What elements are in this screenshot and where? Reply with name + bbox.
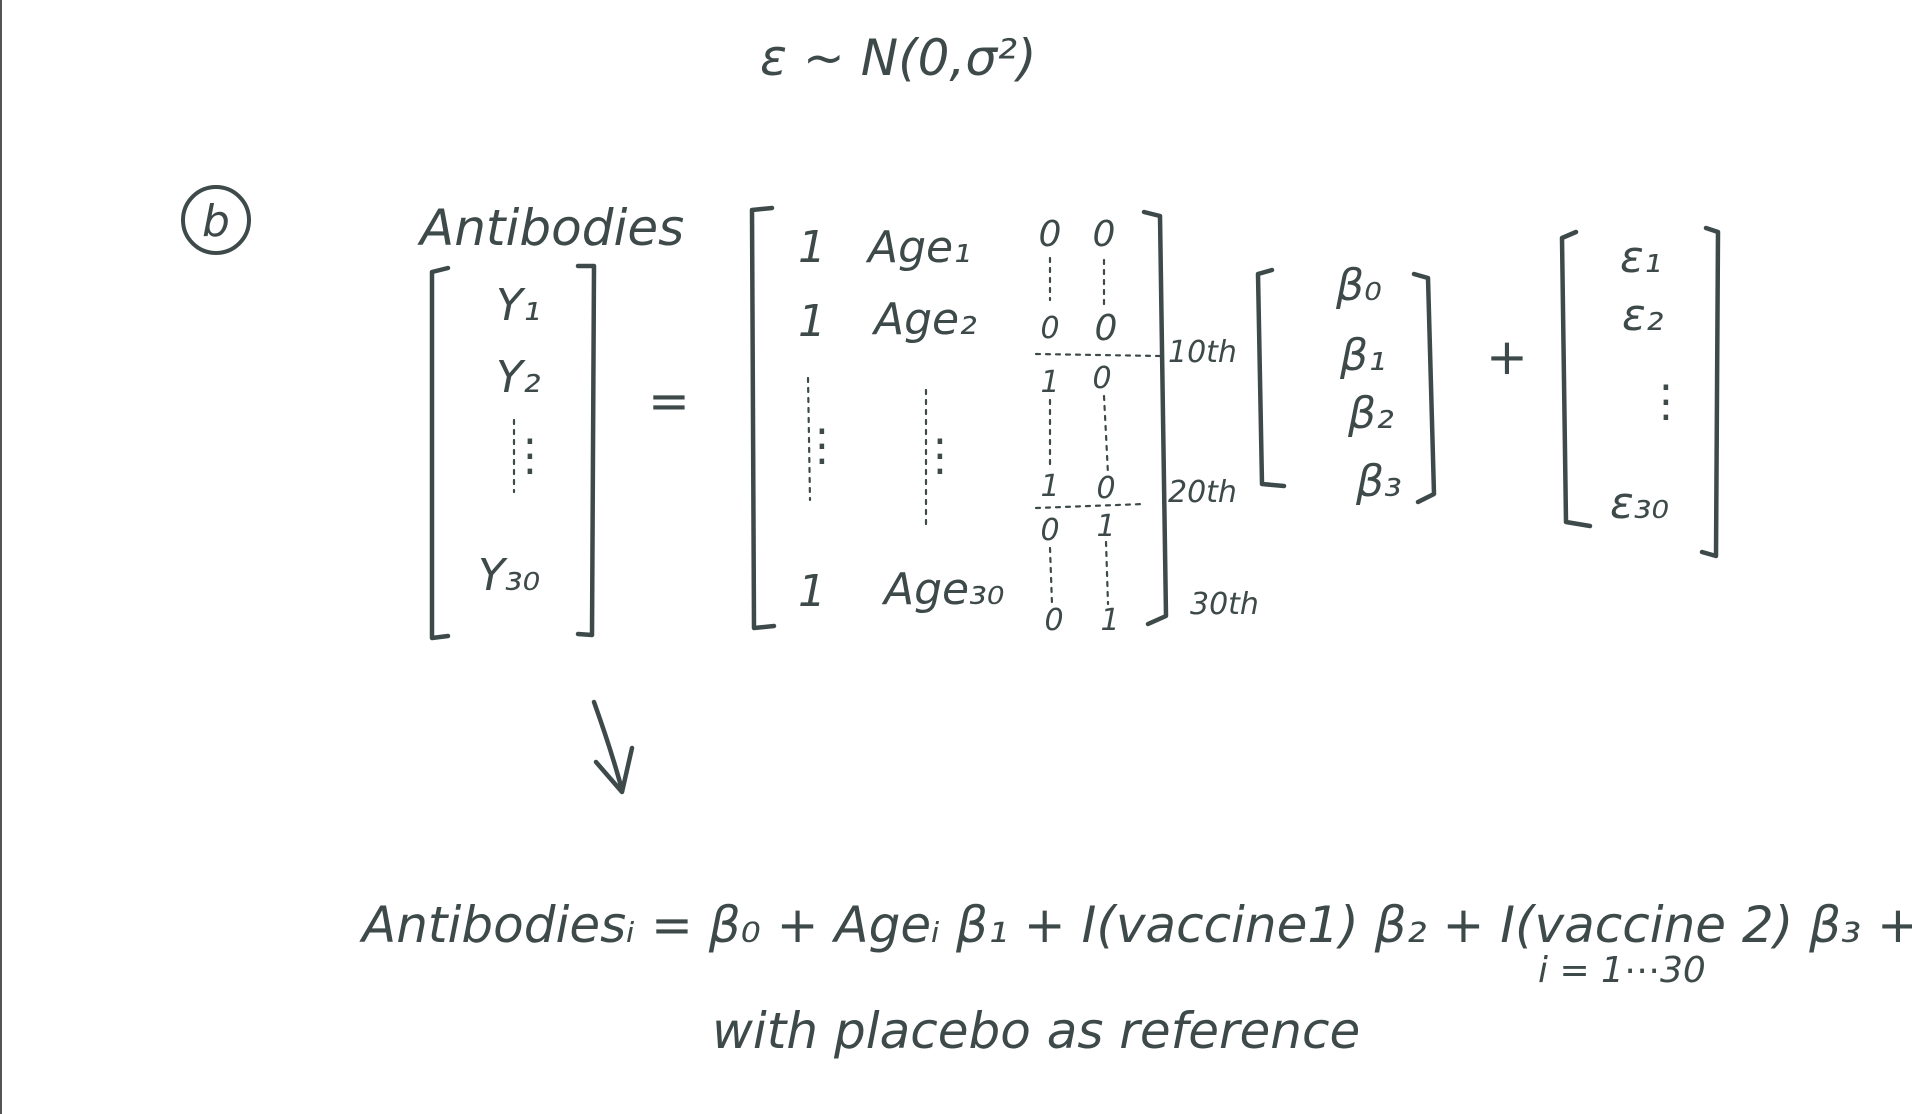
row-divider-20th <box>1034 502 1146 510</box>
epsilon-vector-left-bracket <box>1559 229 1593 529</box>
design-matrix-vaccine2-entry: 0 <box>1092 361 1111 396</box>
down-arrow-icon <box>593 745 635 795</box>
design-matrix-left-bracket <box>749 205 777 631</box>
design-matrix-vaccine2-entry: 1 <box>1096 509 1115 544</box>
part-label-circle <box>181 185 251 255</box>
design-matrix-vaccine1-entry: 0 <box>1039 214 1062 255</box>
design-matrix-vaccine1-entry: 0 <box>1040 311 1059 346</box>
design-matrix-vaccine2-entry: 1 <box>1100 603 1119 638</box>
y-vector-entry: Y₁ <box>496 280 541 331</box>
design-matrix-right-bracket <box>1141 209 1169 627</box>
equals-sign: = <box>648 372 690 430</box>
beta-vector-entry: β₂ <box>1347 388 1394 439</box>
y-vector-right-bracket <box>575 263 597 638</box>
beta-vector-left-bracket <box>1255 267 1287 489</box>
beta-vector-entry: β₃ <box>1355 456 1402 507</box>
part-label: b <box>202 196 230 247</box>
model-equation: Antibodiesᵢ = β₀ + Ageᵢ β₁ + I(vaccine1)… <box>359 896 1912 954</box>
epsilon-vector-entry: ε₃₀ <box>1610 478 1669 529</box>
design-matrix-vaccine1-entry: 1 <box>1040 365 1059 400</box>
column-dots <box>1102 394 1110 476</box>
y-vector-left-bracket <box>429 265 451 641</box>
design-matrix-vaccine1-entry: 0 <box>1040 513 1059 548</box>
row-marker: 20th <box>1168 475 1237 510</box>
row-marker: 10th <box>1168 335 1237 370</box>
index-range: i = 1⋯30 <box>1538 950 1706 991</box>
design-matrix-vaccine2-entry: 0 <box>1095 308 1118 349</box>
design-matrix-ones-entry: 1 <box>798 296 826 347</box>
column-dots <box>806 376 812 502</box>
epsilon-vector-right-bracket <box>1699 225 1721 559</box>
epsilon-vector-entry: ε₂ <box>1622 290 1663 341</box>
design-matrix-ones-entry: 1 <box>798 222 826 273</box>
design-matrix-age-entry: Age₁ <box>865 222 971 273</box>
design-matrix-age-entry: ⋮ <box>918 430 962 481</box>
response-label: Antibodies <box>417 199 684 257</box>
error-distribution-formula: ε ~ N(0,σ²) <box>760 29 1037 87</box>
design-matrix-age-entry: Age₂ <box>871 294 977 345</box>
design-matrix-vaccine1-entry: 1 <box>1040 469 1059 504</box>
beta-vector-right-bracket <box>1411 271 1437 505</box>
y-vector-entry: Y₂ <box>496 352 541 403</box>
down-arrow-shaft <box>591 699 625 793</box>
design-matrix-vaccine2-entry: 0 <box>1093 214 1116 255</box>
row-marker: 30th <box>1190 587 1259 622</box>
reference-note: with placebo as reference <box>712 1002 1360 1060</box>
design-matrix-ones-entry: 1 <box>798 566 826 617</box>
design-matrix-vaccine1-entry: 0 <box>1044 603 1063 638</box>
design-matrix-age-entry: Age₃₀ <box>881 564 1004 615</box>
beta-vector-entry: β₁ <box>1339 330 1386 381</box>
y-vector-entry: Y₃₀ <box>478 550 540 601</box>
design-matrix-vaccine2-entry: 0 <box>1096 471 1115 506</box>
column-dots <box>1048 546 1054 606</box>
y-vector-entry: ⋮ <box>508 430 552 481</box>
plus-sign: + <box>1486 328 1528 386</box>
column-dots <box>1104 540 1110 606</box>
beta-vector-entry: β₀ <box>1335 260 1382 311</box>
row-divider-10th <box>1034 352 1162 358</box>
epsilon-vector-entry: ⋮ <box>1644 376 1688 427</box>
epsilon-vector-entry: ε₁ <box>1620 232 1661 283</box>
design-matrix-ones-entry: ⋮ <box>800 420 844 471</box>
